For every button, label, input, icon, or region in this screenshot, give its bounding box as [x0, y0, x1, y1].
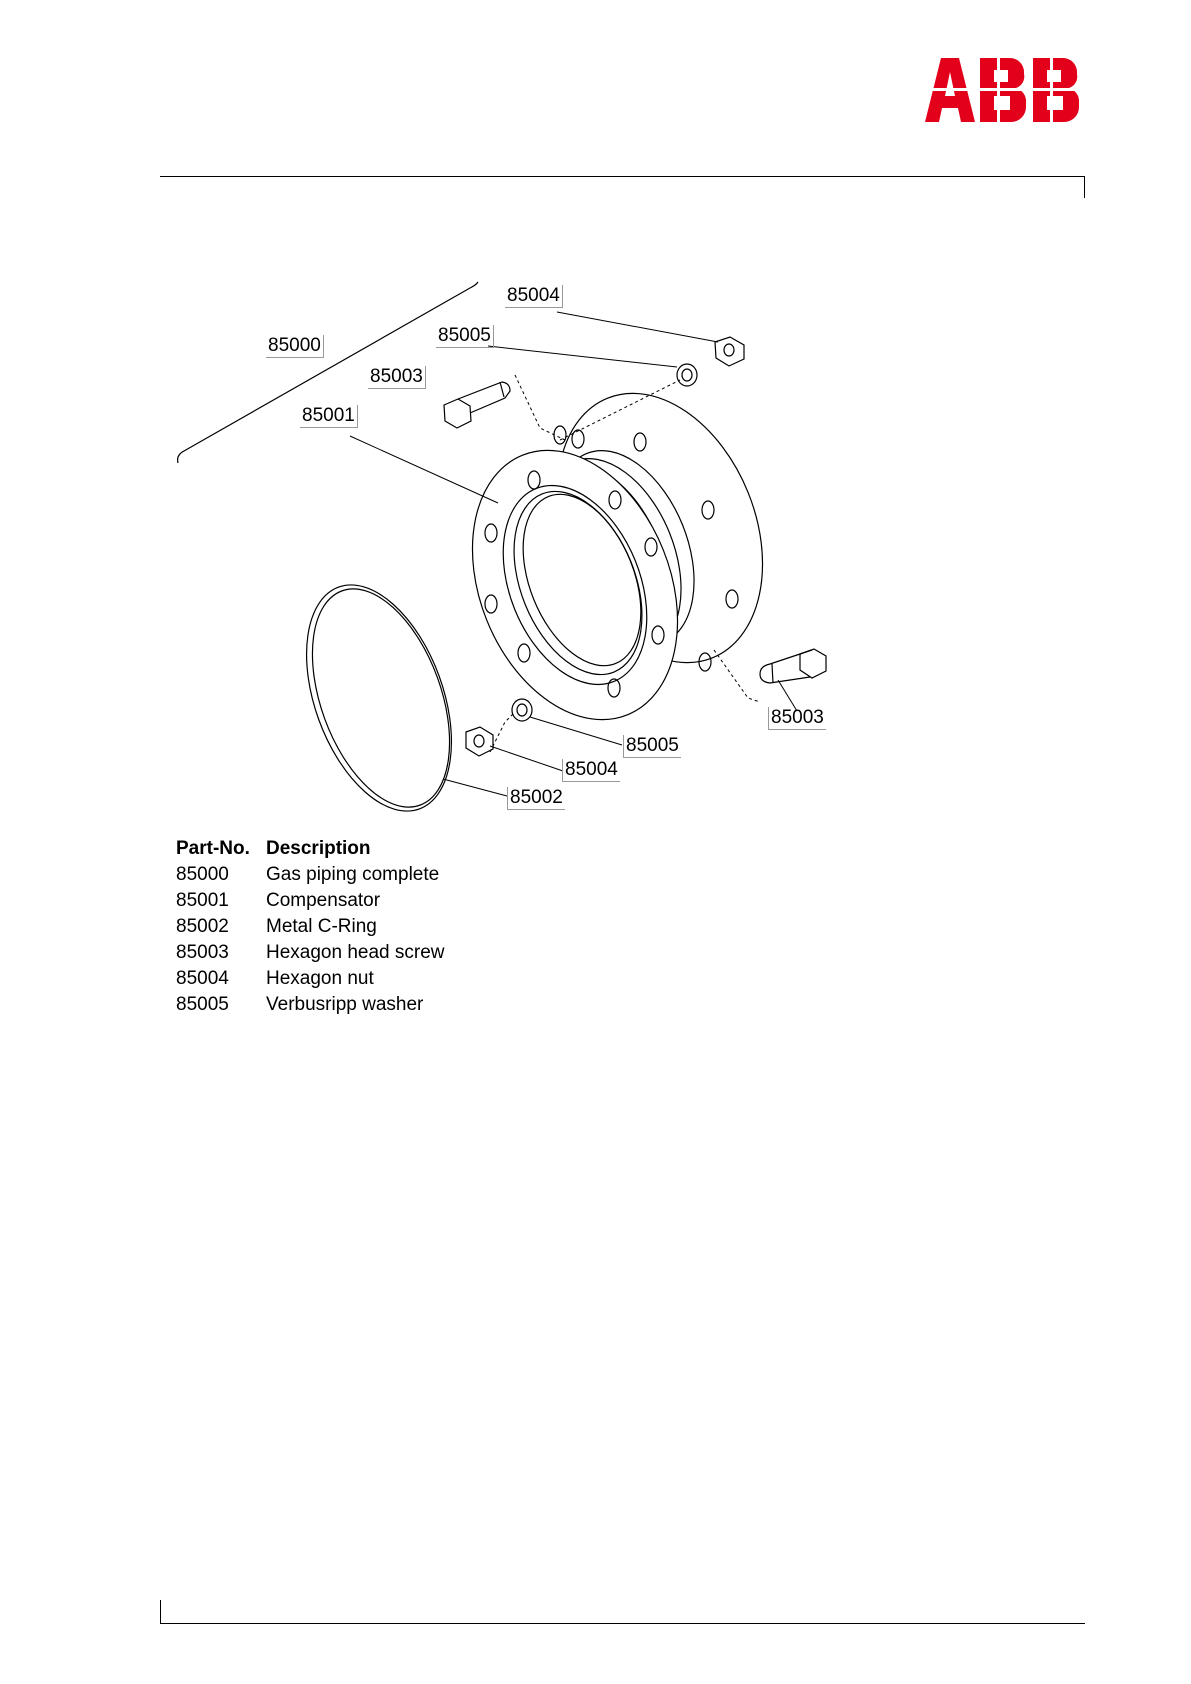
washer-top	[677, 364, 697, 386]
hexagon-nut-bottom	[466, 727, 493, 756]
part-no: 85003	[176, 940, 266, 966]
header-description: Description	[266, 836, 371, 862]
part-no: 85001	[176, 888, 266, 914]
callout-85005-bottom: 85005	[623, 735, 681, 758]
callout-85004-bottom: 85004	[562, 759, 620, 782]
metal-c-ring	[279, 565, 480, 831]
part-no: 85004	[176, 966, 266, 992]
hexagon-head-screw-bottom	[760, 649, 826, 683]
parts-row: 85004 Hexagon nut	[176, 966, 445, 992]
part-description: Gas piping complete	[266, 862, 439, 888]
exploded-view-drawing	[0, 0, 1191, 860]
part-description: Hexagon nut	[266, 966, 374, 992]
footer-rule-tick	[160, 1600, 161, 1623]
parts-row: 85005 Verbusripp washer	[176, 992, 445, 1018]
callout-85002: 85002	[507, 787, 565, 810]
callout-85003-top: 85003	[368, 366, 426, 389]
washer-bottom	[512, 699, 532, 721]
part-description: Hexagon head screw	[266, 940, 445, 966]
parts-row: 85002 Metal C-Ring	[176, 914, 445, 940]
hexagon-nut-top	[715, 337, 744, 366]
callout-85003-bottom: 85003	[768, 707, 826, 730]
callout-85004-top: 85004	[505, 285, 563, 308]
part-no: 85000	[176, 862, 266, 888]
part-description: Metal C-Ring	[266, 914, 377, 940]
callout-85000: 85000	[266, 335, 324, 358]
part-description: Compensator	[266, 888, 380, 914]
footer-rule	[160, 1623, 1085, 1624]
hexagon-head-screw-top	[444, 382, 510, 428]
header-part-no: Part-No.	[176, 836, 266, 862]
callout-85001: 85001	[300, 405, 358, 428]
parts-row: 85000 Gas piping complete	[176, 862, 445, 888]
assembly-bracket	[178, 282, 478, 463]
callout-85005-top: 85005	[436, 325, 494, 348]
part-no: 85002	[176, 914, 266, 940]
parts-list: Part-No. Description 85000 Gas piping co…	[176, 836, 445, 1018]
parts-row: 85001 Compensator	[176, 888, 445, 914]
part-no: 85005	[176, 992, 266, 1018]
part-description: Verbusripp washer	[266, 992, 423, 1018]
parts-row: 85003 Hexagon head screw	[176, 940, 445, 966]
parts-list-header: Part-No. Description	[176, 836, 445, 862]
